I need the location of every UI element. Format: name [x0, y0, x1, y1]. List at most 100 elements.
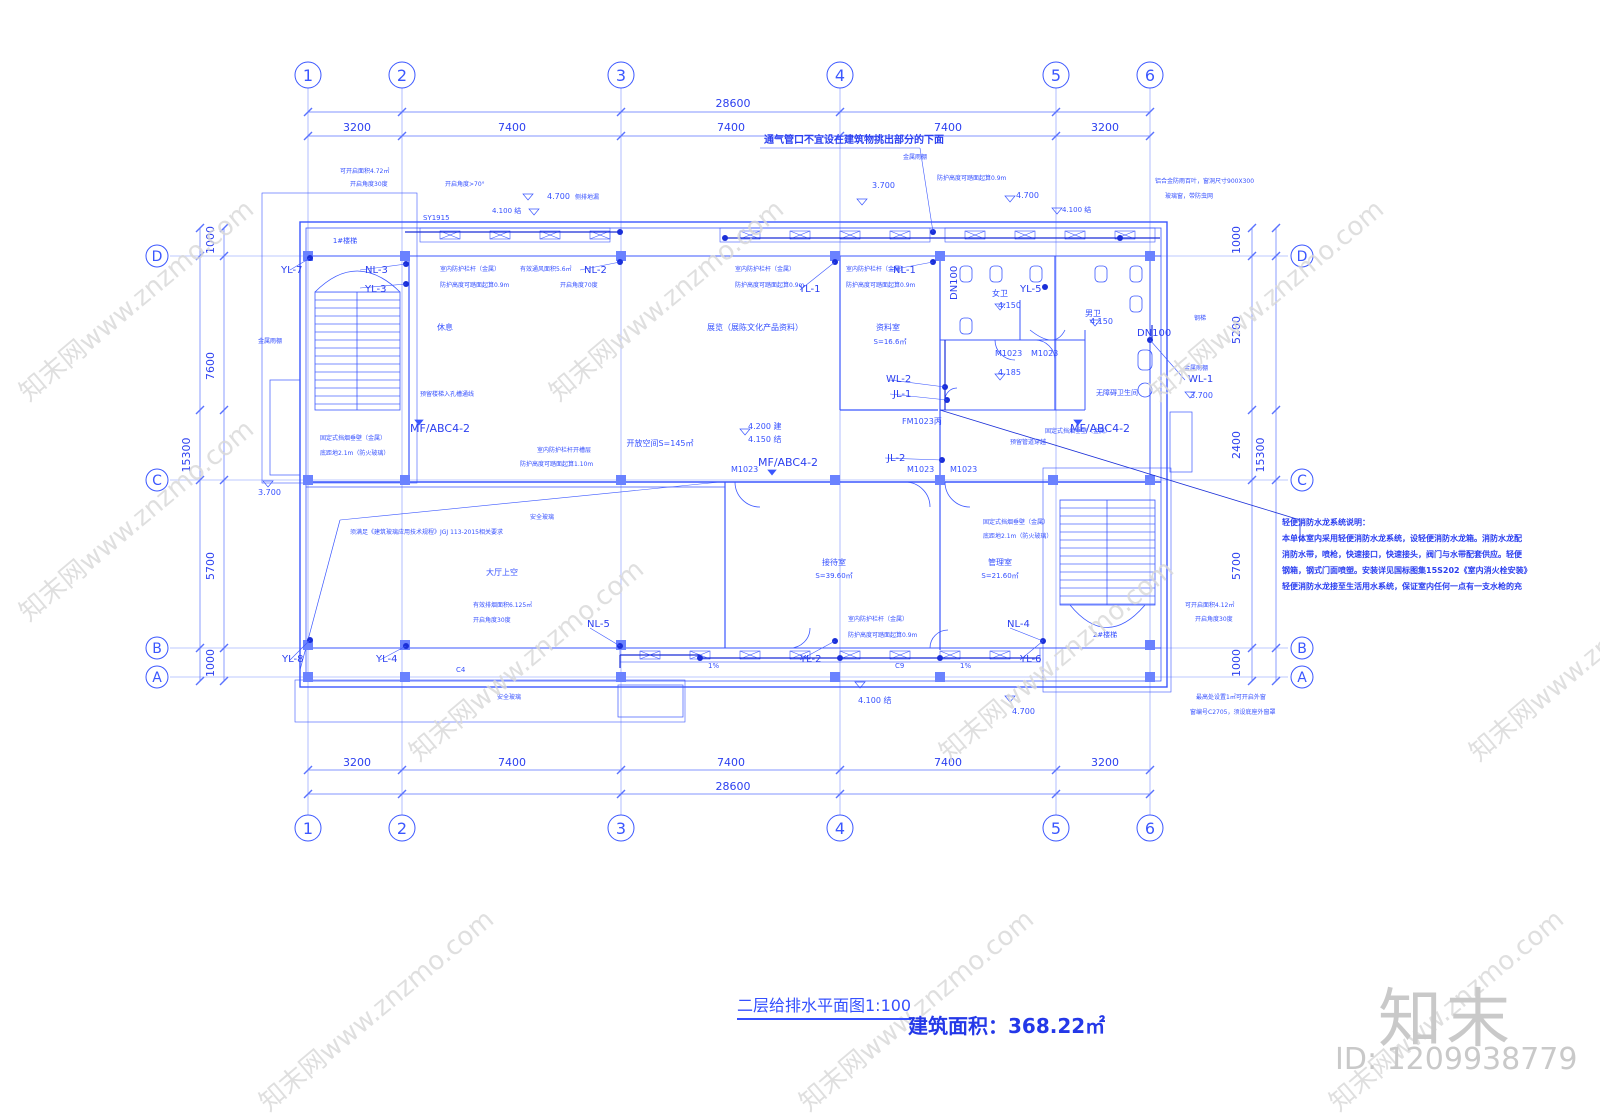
column — [1048, 475, 1058, 485]
pipe-yl3: YL-3 — [364, 284, 386, 295]
note-reserved-pipe: 预留管道穿越 — [1010, 438, 1046, 446]
note-railing-4b: 防护高度可踏面起算0.9m — [848, 631, 918, 639]
toilet-fixtures — [959, 265, 1153, 398]
column — [400, 475, 410, 485]
elev-3700-3: 3.700 — [1190, 391, 1213, 400]
pipe-yl6: YL-6 — [1019, 654, 1041, 665]
door-m1023-3: M1023 — [950, 465, 977, 474]
column — [616, 475, 626, 485]
room-hall-above: 大厅上空 — [486, 567, 518, 577]
dim-span-4: 7400 — [934, 121, 962, 134]
vent-note: 通气管口不宜设在建筑物挑出部分的下面 — [764, 133, 944, 146]
note-fixed-window-3b: 底距地2.1m（防火玻璃） — [983, 532, 1052, 540]
note-railing-open: 室内防护栏杆开槽层 — [537, 446, 591, 454]
floor-area-label: 建筑面积：368.22㎡ — [908, 1014, 1106, 1038]
dim-left-3: 5700 — [204, 552, 217, 580]
column — [830, 672, 840, 682]
pipe-nl4: NL-4 — [1007, 619, 1030, 630]
water-pipes — [405, 231, 1301, 668]
note-c4: C4 — [456, 666, 466, 674]
dim-span-2: 7400 — [498, 121, 526, 134]
extinguisher-labels: MF/ABC4-2 MF/ABC4-2 MF/ABC4-2 — [410, 422, 1130, 469]
axis-label-row: D — [1297, 249, 1308, 265]
drawing-title: 二层给排水平面图1:100 — [737, 992, 912, 1020]
axis-label-col: 3 — [616, 819, 626, 838]
fire-note-line: 消防水带，喷枪，快速接口，快速接头，阀门与水带配套供应。轻便 — [1282, 549, 1523, 559]
note-fixed-window-1b: 底距地2.1m（防火玻璃） — [320, 449, 389, 457]
room-archive: 资料室 — [876, 322, 900, 332]
column — [1145, 672, 1155, 682]
axis-label-row: A — [152, 670, 162, 686]
room-rest: 休息 — [437, 322, 453, 332]
column — [830, 251, 840, 261]
column — [616, 251, 626, 261]
column — [400, 251, 410, 261]
dim-right-5: 1000 — [1230, 649, 1243, 677]
elevation-markers — [262, 193, 1196, 703]
room-male-wc: 男卫 — [1085, 309, 1101, 318]
pipe-yl2: YL-2 — [799, 654, 821, 665]
note-open-area-1: 可开启面积4.72㎡ — [340, 167, 389, 175]
elev-4100-3: 4.100 结 — [858, 695, 891, 705]
room-archive-area: S=16.6㎡ — [874, 338, 907, 346]
column — [616, 672, 626, 682]
note-smoke-area: 有效排烟面积6.125㎡ — [473, 601, 532, 609]
axis-label-col: 2 — [397, 819, 407, 838]
column — [303, 475, 313, 485]
pipe-nl5: NL-5 — [587, 619, 610, 630]
note-railing-open-b: 防护高度可踏面起算1.10m — [520, 460, 593, 468]
note-railing-2: 室内防护栏杆（金属） — [735, 265, 795, 273]
axis-label-col: 3 — [616, 66, 626, 85]
room-stair-1: 1#楼梯 — [333, 236, 357, 245]
elev-4100-1: 4.100 结 — [492, 206, 521, 215]
axis-label-row: B — [152, 641, 162, 657]
elev-4200: 4.200 建 — [748, 421, 781, 431]
note-railing-top: 防护高度可踏面起算0.9m — [937, 174, 1007, 182]
axis-label-col: 1 — [303, 66, 313, 85]
door-m1023-5: M1023 — [1031, 349, 1058, 358]
stair-2 — [1059, 499, 1156, 628]
note-door-seal-2: 窗编号C2705，须设底座外窗罩 — [1190, 708, 1275, 716]
axis-label-col: 1 — [303, 819, 313, 838]
extinguisher-1: MF/ABC4-2 — [410, 422, 470, 435]
note-sy1915: SY1915 — [423, 214, 450, 222]
dim-total-bottom: 28600 — [716, 780, 751, 793]
column — [935, 672, 945, 682]
door-labels: M1023 M1023 M1023 M1023 M1023 FM1023丙 — [731, 349, 1058, 474]
axis-label-row: C — [152, 473, 162, 489]
note-metal-canopy: 金属雨棚 — [903, 153, 927, 161]
note-louver-2: 玻璃窗，带防虫网 — [1165, 192, 1213, 200]
note-c9: C9 — [895, 662, 904, 670]
dim-span-1-bottom: 3200 — [343, 756, 371, 769]
door-fm1023: FM1023丙 — [902, 417, 942, 426]
dim-right-2: 5200 — [1230, 316, 1243, 344]
axis-label-col: 6 — [1145, 66, 1155, 85]
pipe-nl2: NL-2 — [584, 265, 607, 276]
watermark-logo: 知末 — [1378, 983, 1514, 1057]
column — [303, 640, 313, 650]
note-metal-canopy-2: 金属雨棚 — [1184, 364, 1208, 372]
note-slope-1: 1% — [708, 662, 719, 670]
pipe-nl3: NL-3 — [365, 265, 388, 276]
elev-4150-3: 4.150 结 — [748, 434, 781, 444]
note-railing-1: 室内防护栏杆（金属） — [440, 265, 500, 273]
room-display: 展览（展陈文化产品资料） — [707, 322, 803, 332]
pipe-yl7: YL-7 — [280, 265, 302, 276]
dim-right-1: 1000 — [1230, 226, 1243, 254]
room-reception-area: S=39.60㎡ — [815, 572, 852, 580]
note-steel-ladder: 钢梯 — [1194, 314, 1206, 322]
column — [1145, 640, 1155, 650]
dim-span-2-bottom: 7400 — [498, 756, 526, 769]
dimension-lines — [195, 107, 1281, 799]
axis-label-row: D — [152, 249, 163, 265]
note-metal-canopy-3: 金属雨棚 — [258, 337, 282, 345]
fire-note-title: 轻便消防水龙系统说明： — [1282, 517, 1370, 527]
note-railing-3b: 防护高度可踏面起算0.9m — [846, 281, 916, 289]
door-m1023-2: M1023 — [907, 465, 934, 474]
pipe-labels: YL-7 NL-3 YL-3 NL-2 YL-1 NL-1 YL-5 DN100… — [280, 265, 1213, 665]
axis-label-row: A — [1297, 670, 1307, 686]
elev-4700-2: 4.700 — [1016, 191, 1039, 200]
dim-left-total: 15300 — [180, 438, 193, 473]
column — [400, 672, 410, 682]
